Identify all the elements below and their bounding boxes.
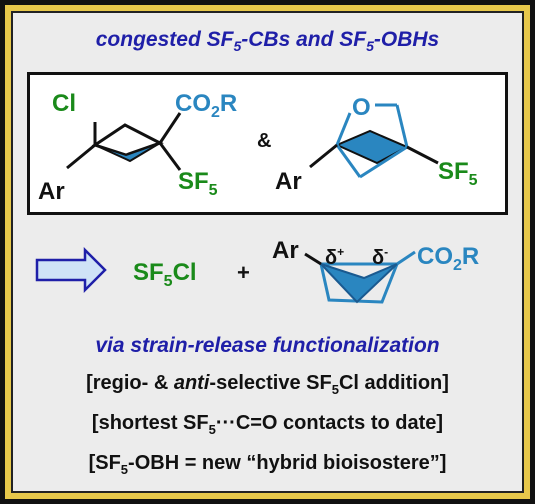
sf5-label-2: SF5: [438, 158, 478, 189]
bullet-contacts: [shortest SF5···C=O contacts to date]: [91, 412, 444, 437]
bullet-regioselective: [regio- & anti-selective SF5Cl addition]: [86, 372, 449, 397]
bond-ch2-c: [395, 104, 409, 148]
structures-box: Cl CO2R Ar SF5 & O Ar SF5: [27, 72, 508, 215]
bond-ch2b-c: [359, 145, 408, 179]
oxabicyclo-structure: O Ar SF5: [275, 94, 478, 195]
co2r-label-3: CO2R: [417, 243, 479, 274]
plus-sign: +: [237, 260, 250, 285]
bond-co2r: [158, 112, 182, 144]
delta-plus: δ+: [325, 245, 344, 269]
bicyclobutane-structure: Ar δ+ δ- CO2R: [272, 237, 479, 304]
bond-ar2: [309, 143, 338, 169]
bond-ar3: [304, 252, 322, 266]
bond-c-o: [335, 112, 352, 146]
cyclobutane-structure: Cl CO2R Ar SF5: [38, 90, 237, 205]
bond-sf5: [158, 142, 182, 171]
bond-ar: [66, 143, 96, 170]
subtitle: via strain-release functionalization: [95, 334, 440, 357]
sf5-label: SF5: [178, 168, 218, 199]
ar-label: Ar: [38, 178, 65, 205]
reaction-svg: SF5Cl + Ar δ+ δ- CO2R: [35, 237, 479, 304]
figure-title: congested SF5-CBs and SF5-OBHs: [95, 28, 440, 55]
ampersand: &: [257, 130, 271, 152]
co2r-label: CO2R: [175, 90, 237, 121]
gold-border: [5, 5, 530, 499]
bullet-bioisostere: [SF5-OBH = new “hybrid bioisostere”]: [88, 452, 447, 477]
bond-co2r3: [396, 250, 416, 266]
bond-sf5-2: [406, 145, 439, 165]
ring-wedge: [94, 142, 161, 163]
bcb-ring: [319, 262, 400, 304]
bond-c-ch2b: [335, 144, 362, 178]
ar-label-3: Ar: [272, 237, 299, 264]
sf5cl-label: SF5Cl: [133, 259, 197, 290]
cl-label: Cl: [52, 90, 76, 117]
structures-svg: Cl CO2R Ar SF5 & O Ar SF5: [38, 90, 478, 205]
delta-minus: δ-: [372, 245, 388, 269]
ar-label-2: Ar: [275, 168, 302, 195]
oxygen-label: O: [352, 94, 371, 121]
retrosynthesis-arrow: [35, 246, 107, 294]
